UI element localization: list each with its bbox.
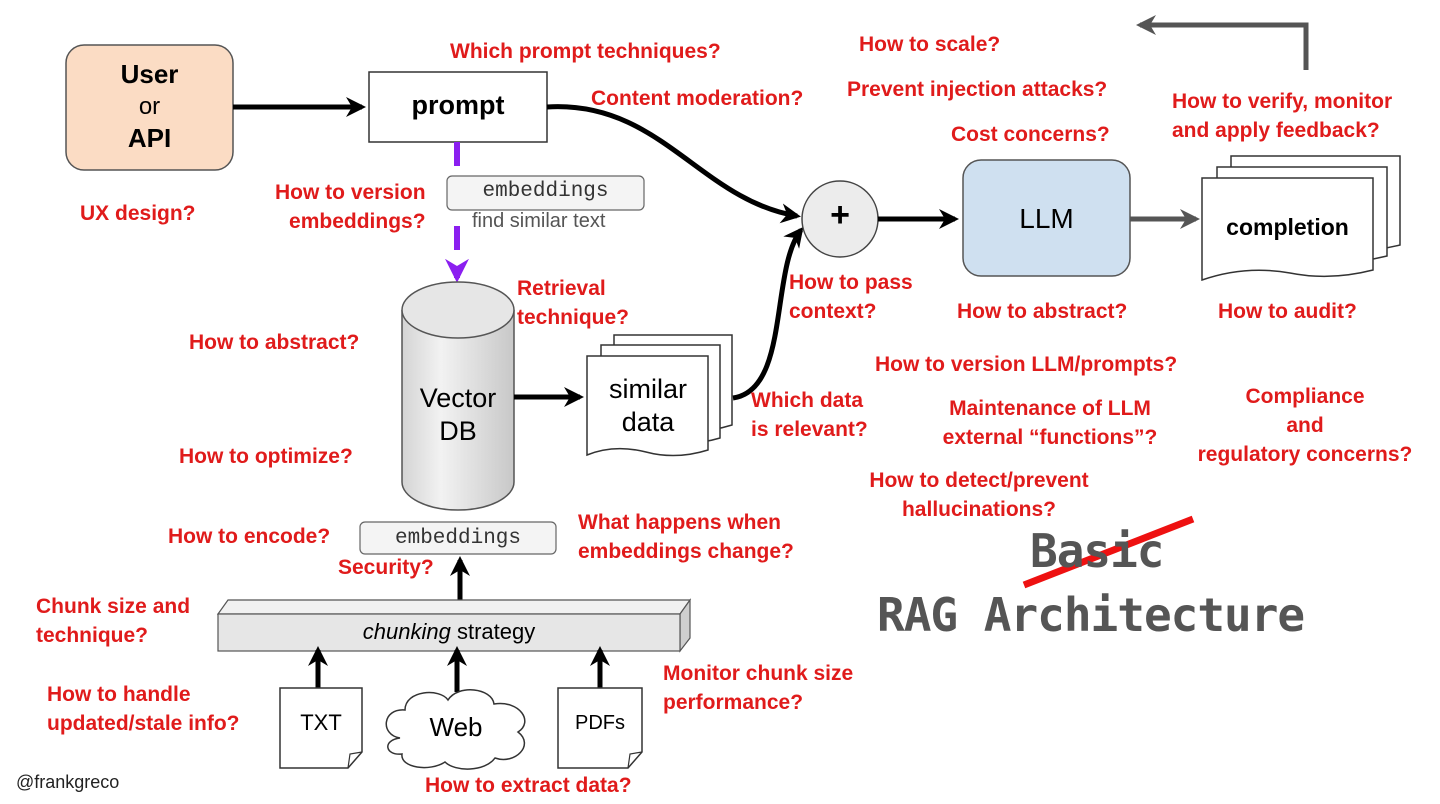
q-optimize: How to optimize? — [179, 445, 353, 468]
web-cloud — [385, 689, 526, 770]
vector-db-cylinder — [401, 281, 515, 511]
q-scale: How to scale? — [859, 33, 1001, 56]
q-prompt-techniques: Which prompt techniques? — [450, 40, 721, 63]
title-rag-architecture: RAG Architecture — [877, 588, 1305, 642]
embeddings-top-box — [446, 175, 645, 211]
prompt-label: prompt — [411, 90, 505, 120]
q-encode: How to encode? — [168, 525, 331, 548]
txt-label: TXT — [300, 710, 342, 735]
basic-strike-line — [1022, 515, 1195, 589]
chunking-strategy-bar — [216, 598, 692, 653]
prompt-to-plus-curve — [546, 104, 801, 224]
q-ux-design: UX design? — [80, 202, 196, 225]
pdfs-label: PDFs — [575, 712, 625, 734]
q-abstract-db: How to abstract? — [189, 331, 360, 354]
prompt-box — [368, 71, 548, 143]
vector-db-label: Vector DB — [419, 383, 497, 446]
title-basic-struck: Basic — [1030, 524, 1164, 578]
similar-data-label: similar data — [609, 374, 687, 437]
similar-data-docs — [586, 334, 733, 457]
embeddings-bottom-label: embeddings — [394, 527, 522, 550]
txt-doc — [279, 687, 363, 769]
user-label: User or API — [120, 59, 179, 153]
q-cost: Cost concerns? — [951, 123, 1110, 146]
feedback-arrow — [1136, 15, 1309, 70]
llm-label: LLM — [1019, 203, 1074, 234]
q-audit: How to audit? — [1218, 300, 1357, 323]
q-injection: Prevent injection attacks? — [847, 78, 1108, 101]
similar-to-plus-curve — [732, 226, 804, 401]
find-similar-label: find similar text — [472, 210, 606, 232]
pdfs-doc — [557, 687, 643, 769]
credit-handle: @frankgreco — [16, 772, 120, 792]
completion-docs — [1201, 155, 1401, 282]
q-content-moderation: Content moderation? — [591, 87, 804, 110]
plus-label: + — [830, 196, 850, 234]
completion-label: completion — [1226, 214, 1349, 240]
q-abstract-llm: How to abstract? — [957, 300, 1128, 323]
embeddings-bottom-box — [359, 521, 557, 555]
q-security: Security? — [338, 556, 434, 579]
embeddings-top-label: embeddings — [482, 180, 609, 203]
web-label: Web — [429, 712, 483, 742]
chunking-strategy-label: chunking strategy — [362, 619, 536, 644]
q-extract-data: How to extract data? — [425, 774, 632, 797]
q-version-llm-prompts: How to version LLM/prompts? — [875, 353, 1178, 376]
